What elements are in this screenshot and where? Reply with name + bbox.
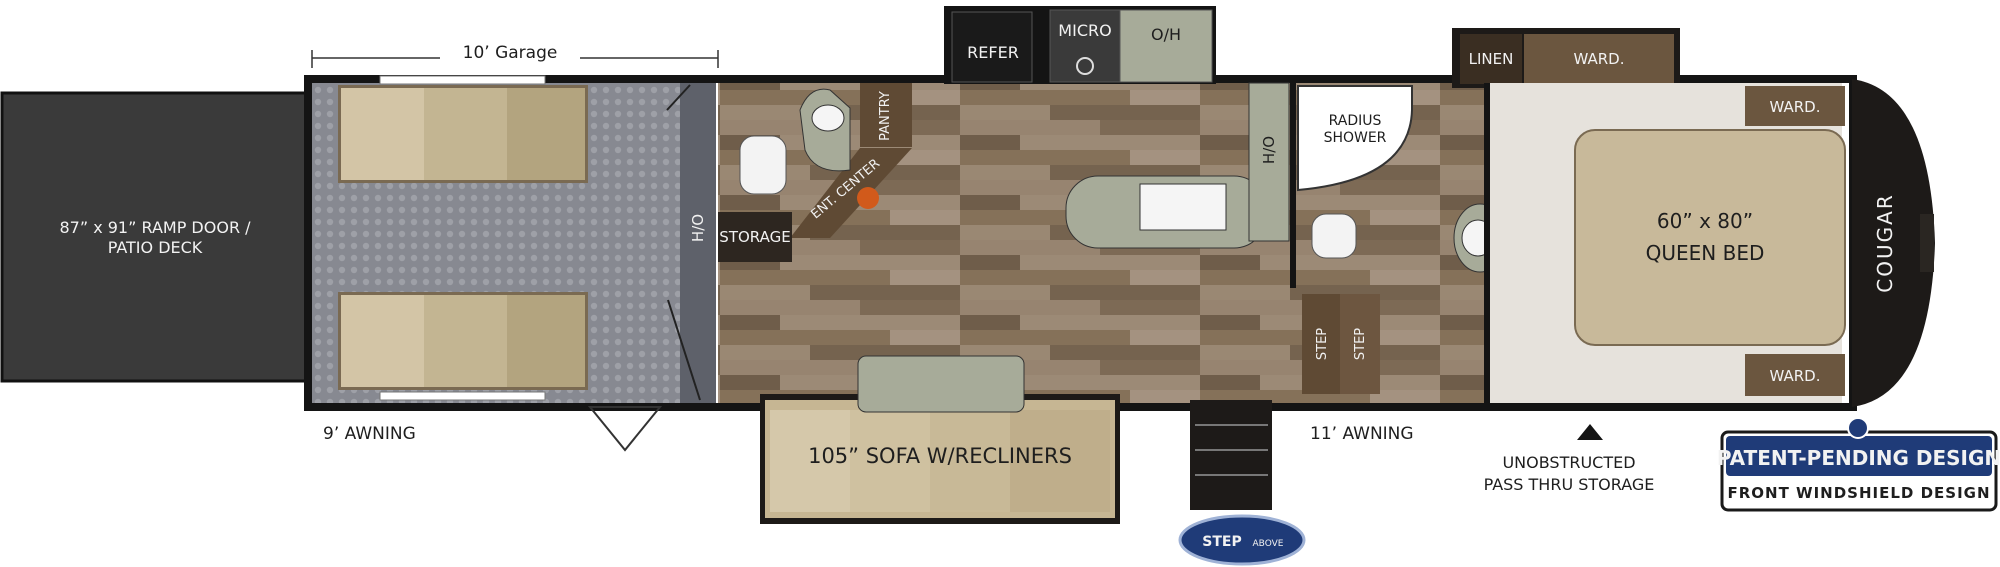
wardrobe-right-top [1745, 86, 1845, 126]
brand-logo-icon [1847, 417, 1869, 439]
radius-shower [1297, 85, 1413, 192]
pantry [860, 83, 912, 147]
door-swing [587, 406, 663, 452]
linen-label: LINEN [1469, 50, 1514, 68]
pass-thru-marker-icon [1577, 424, 1603, 440]
ramp-door [0, 91, 309, 383]
step-2-label: STEP [1353, 328, 1368, 360]
galley-sink-icon [811, 104, 845, 132]
micro-label: MICRO [1058, 21, 1111, 40]
front-cap [1852, 79, 1935, 407]
refer-label: REFER [967, 43, 1019, 62]
sofa-label: 105” SOFA W/RECLINERS [808, 444, 1072, 468]
step-2 [1340, 294, 1380, 394]
step-above-label-b: ABOVE [1253, 539, 1284, 549]
awning-right-label: 11’ AWNING [1310, 424, 1414, 444]
oh-label: O/H [1151, 25, 1181, 44]
wardrobe-top [1524, 34, 1674, 84]
bed-label-2: QUEEN BED [1646, 241, 1765, 265]
burner-icon [1076, 57, 1094, 75]
entry-steps [1190, 400, 1272, 510]
pass-thru-label-1: UNOBSTRUCTED [1502, 453, 1635, 472]
chair [739, 135, 787, 195]
garage-label: 10’ Garage [463, 43, 558, 63]
awning-left-label: 9’ AWNING [323, 424, 416, 444]
garage-partition [680, 83, 716, 403]
island-sink-icon [1139, 183, 1227, 231]
overhead-cabinet [1119, 9, 1213, 83]
linen-cabinet [1460, 34, 1522, 84]
wardrobe-right-bottom [1745, 354, 1845, 396]
step-above-label-a: STEP [1202, 534, 1241, 550]
storage [718, 212, 792, 262]
ward-right-bottom-label: WARD. [1769, 367, 1820, 385]
garage-sofa-bottom [338, 292, 588, 401]
garage-sofa-top [338, 75, 588, 183]
coffee-table [857, 355, 1025, 413]
ho-right-label: H/O [1260, 136, 1278, 164]
bath-wall [1290, 83, 1296, 288]
toilet [1311, 213, 1357, 259]
brand-label: COUGAR [1873, 193, 1897, 292]
windshield-label: FRONT WINDSHIELD DESIGN [1727, 484, 1990, 502]
refrigerator [951, 11, 1033, 83]
pantry-label: PANTRY [878, 91, 893, 141]
radius-label-1: RADIUS [1329, 113, 1382, 129]
entertainment-center [790, 148, 912, 238]
storage-label: STORAGE [719, 228, 790, 246]
queen-bed [1574, 129, 1846, 346]
step-1-label: STEP [1315, 328, 1330, 360]
ward-right-top-label: WARD. [1769, 98, 1820, 116]
bed-label-1: 60” x 80” [1657, 209, 1753, 233]
ramp-label-2: PATIO DECK [108, 238, 203, 257]
patent-label: PATENT-PENDING DESIGN [1717, 446, 2000, 470]
step-1 [1302, 294, 1340, 394]
step-above-badge [1178, 514, 1306, 566]
garage-ho-label: H/O [689, 214, 707, 242]
microwave-stove [1049, 9, 1121, 83]
ramp-label-1: 87” x 91” RAMP DOOR / [59, 218, 251, 237]
bedroom-wall [1484, 83, 1490, 403]
radius-label-2: SHOWER [1324, 130, 1387, 146]
ho-cabinet [1248, 82, 1290, 242]
ward-top-label: WARD. [1573, 50, 1624, 68]
patent-badge: PATENT-PENDING DESIGN FRONT WINDSHIELD D… [1717, 417, 2000, 512]
pass-thru-label-2: PASS THRU STORAGE [1484, 475, 1655, 494]
fireplace-icon [857, 187, 879, 209]
